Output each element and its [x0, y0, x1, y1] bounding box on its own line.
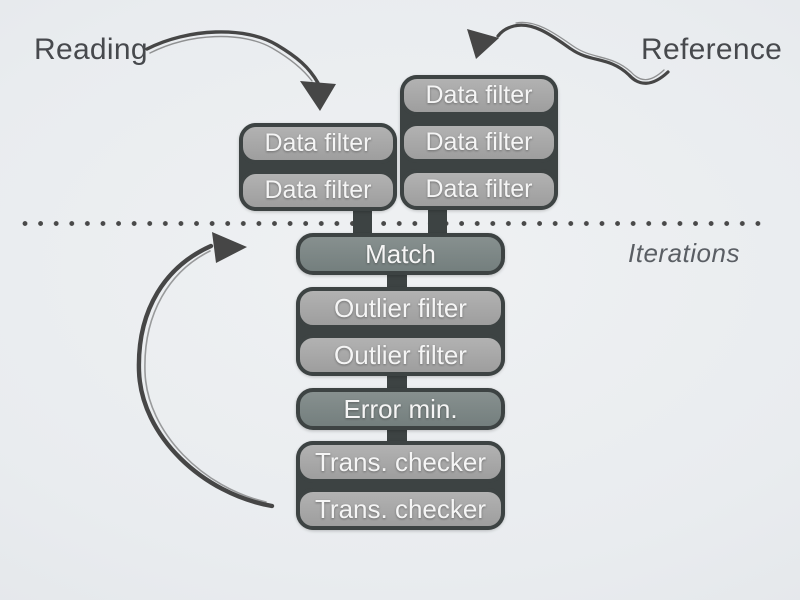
pipeline-stage-error-min: Error min.: [296, 388, 505, 430]
reading-arrow-icon: [145, 30, 336, 111]
pipeline-stage-outlier-filter: Outlier filter: [296, 334, 505, 376]
iteration-loop-arrow-icon: [136, 232, 275, 509]
reading-data-filter-stack: Data filter Data filter: [239, 123, 397, 211]
reading-data-filter-box: Data filter: [239, 170, 397, 211]
reading-data-filter-box: Data filter: [239, 123, 397, 164]
pipeline-stage-trans-checker: Trans. checker: [296, 441, 505, 483]
trans-checker-pair: Trans. checker Trans. checker: [296, 441, 505, 530]
outlier-filter-pair: Outlier filter Outlier filter: [296, 287, 505, 376]
reference-data-filter-box: Data filter: [400, 122, 558, 163]
pipeline-stage-trans-checker: Trans. checker: [296, 488, 505, 530]
iterations-divider-dotted-line: [22, 220, 767, 227]
reference-data-filter-box: Data filter: [400, 169, 558, 210]
pipeline-stage-match: Match: [296, 233, 505, 275]
pipeline-stage-outlier-filter: Outlier filter: [296, 287, 505, 329]
reference-data-filter-box: Data filter: [400, 75, 558, 116]
reference-data-filter-stack: Data filter Data filter Data filter: [400, 75, 558, 210]
reading-label: Reading: [34, 33, 148, 66]
iterations-label: Iterations: [628, 238, 740, 268]
reference-label: Reference: [641, 33, 783, 66]
